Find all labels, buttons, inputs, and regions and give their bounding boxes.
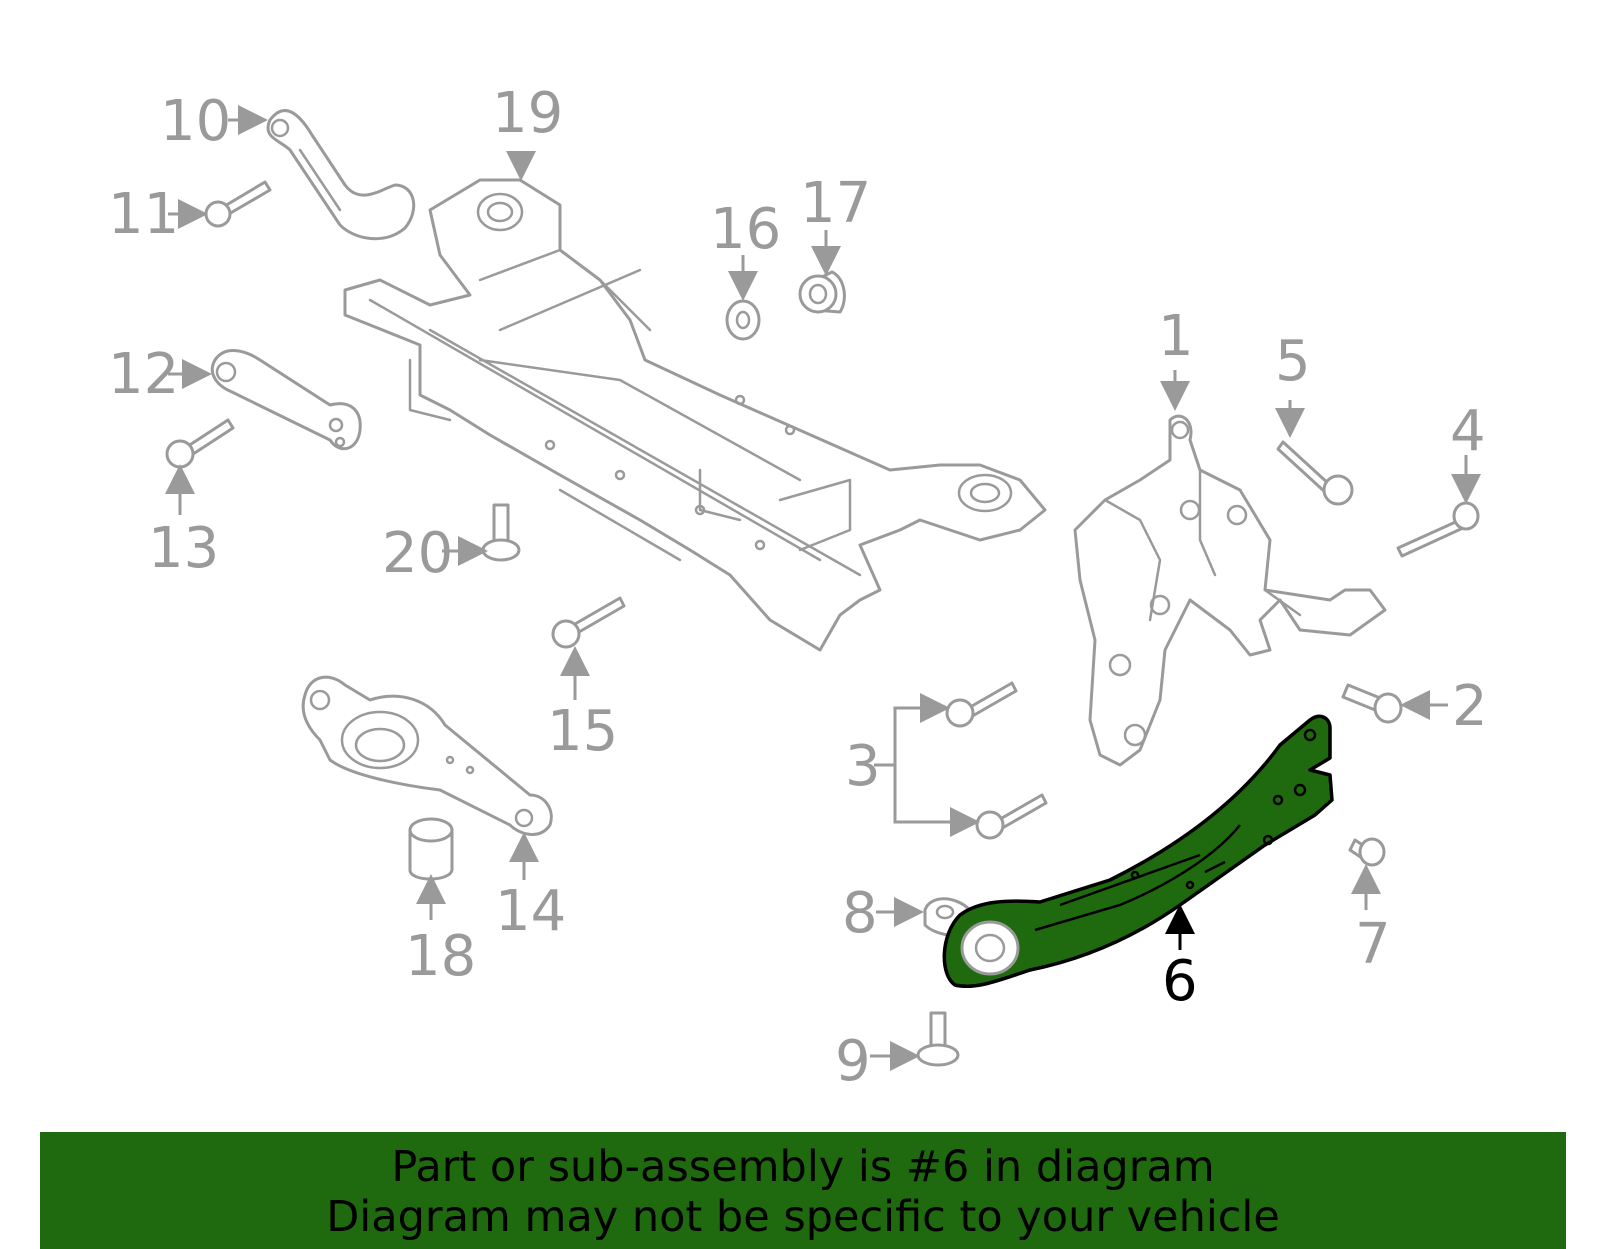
part-19-subframe — [343, 178, 1047, 652]
part-16-washer — [725, 299, 761, 341]
part-6-trailing-arm — [942, 714, 1334, 989]
banner-line-2: Diagram may not be specific to your vehi… — [326, 1192, 1280, 1242]
part-11-bolt — [204, 180, 272, 228]
part-1-knuckle — [1073, 414, 1387, 767]
callout-17: 17 — [800, 171, 871, 236]
part-14-lower-arm — [301, 675, 553, 836]
part-20-bolt — [481, 503, 521, 562]
part-12-arm — [210, 349, 362, 451]
part-18-bushing — [408, 817, 454, 881]
callout-arrows — [165, 105, 1481, 1071]
callout-1: 1 — [1158, 304, 1194, 369]
part-4-bolt — [1396, 501, 1480, 558]
callout-2: 2 — [1452, 674, 1488, 739]
callout-8: 8 — [842, 881, 878, 946]
callout-20: 20 — [382, 521, 453, 586]
part-10-upper-arm — [266, 109, 416, 241]
callout-16: 16 — [710, 197, 781, 262]
part-3-bolts — [945, 681, 1048, 840]
callout-12: 12 — [108, 342, 179, 407]
callout-7: 7 — [1355, 912, 1391, 977]
part-17-bushing — [798, 270, 846, 314]
part-13-bolt — [165, 418, 235, 469]
part-15-bolt — [551, 596, 626, 649]
callout-6: 6 — [1162, 949, 1198, 1014]
callout-3: 3 — [845, 734, 881, 799]
callout-15: 15 — [547, 699, 618, 764]
part-2-bolt — [1341, 683, 1403, 724]
callout-13: 13 — [148, 516, 219, 581]
callout-5: 5 — [1275, 329, 1311, 394]
callout-9: 9 — [835, 1029, 871, 1094]
banner-line-1: Part or sub-assembly is #6 in diagram — [391, 1142, 1215, 1192]
part-9-bolt — [916, 1011, 960, 1067]
callout-10: 10 — [160, 89, 231, 154]
callout-14: 14 — [495, 879, 566, 944]
callout-18: 18 — [405, 924, 476, 989]
part-5-bolt — [1276, 440, 1354, 506]
callout-4: 4 — [1450, 399, 1486, 464]
callout-11: 11 — [108, 182, 179, 247]
info-banner: Part or sub-assembly is #6 in diagram Di… — [40, 1132, 1566, 1249]
part-7-bolt — [1348, 837, 1386, 867]
callout-19: 19 — [492, 81, 563, 146]
